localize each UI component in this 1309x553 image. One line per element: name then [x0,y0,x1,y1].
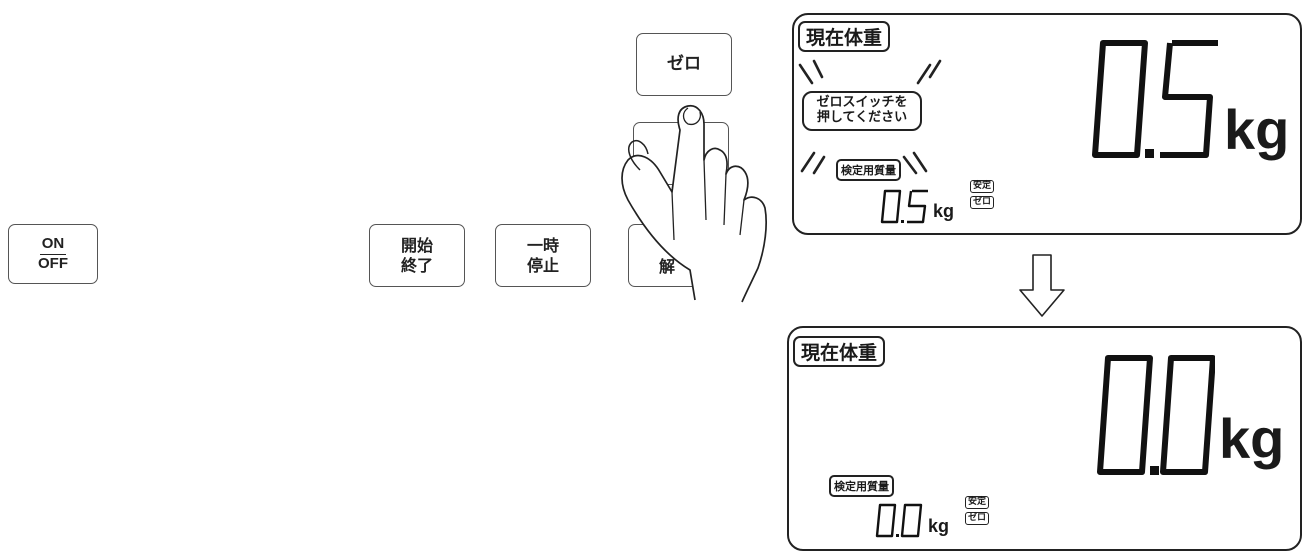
pause-button[interactable]: 一時 停止 [495,224,591,287]
end-label: 終了 [400,255,433,275]
hand-pointer-icon [621,104,768,303]
sub-weight-value [880,189,928,224]
zero-prompt: ゼロスイッチを 押してください [802,91,922,131]
display-before: 現在体重 ゼロスイッチを 押してください kg 検定用質量 kg [792,13,1302,235]
off-label: OFF [38,254,68,272]
zero-indicator: ゼロ [970,196,995,209]
current-weight-label: 現在体重 [798,21,891,52]
main-weight-value [1092,40,1218,158]
zero-button-label: ゼロ [667,53,701,74]
main-weight-unit: kg [1219,407,1285,470]
zero-button[interactable]: ゼロ [636,33,732,96]
verification-mass-label: 検定用質量 [829,475,894,497]
sub-weight-value [875,503,923,538]
display-after: 現在体重 kg 検定用質量 kg 安定 ゼロ [787,326,1302,551]
start-label: 開始 [400,235,433,255]
prompt-line-1: ゼロスイッチを [816,95,908,110]
stable-indicator: 安定 [965,496,990,509]
current-weight-label: 現在体重 [793,336,886,367]
prompt-line-2: 押してください [816,109,908,125]
main-weight-value [1097,355,1215,475]
zero-indicator: ゼロ [965,512,990,525]
sub-weight-unit: kg [928,516,950,536]
on-off-button[interactable]: ON OFF [8,224,98,284]
pause-label-1: 一時 [526,235,559,255]
down-arrow-icon [1019,254,1065,317]
main-weight-unit: kg [1224,98,1290,161]
stable-indicator: 安定 [970,180,995,193]
verification-mass-label: 検定用質量 [836,159,901,181]
start-end-button[interactable]: 開始 終了 [369,224,465,287]
flash-lines-icon [798,59,942,175]
pause-label-2: 停止 [526,255,559,275]
on-label: ON [39,235,67,255]
release-label-2: 解 [659,256,676,276]
sub-weight-unit: kg [933,201,955,221]
